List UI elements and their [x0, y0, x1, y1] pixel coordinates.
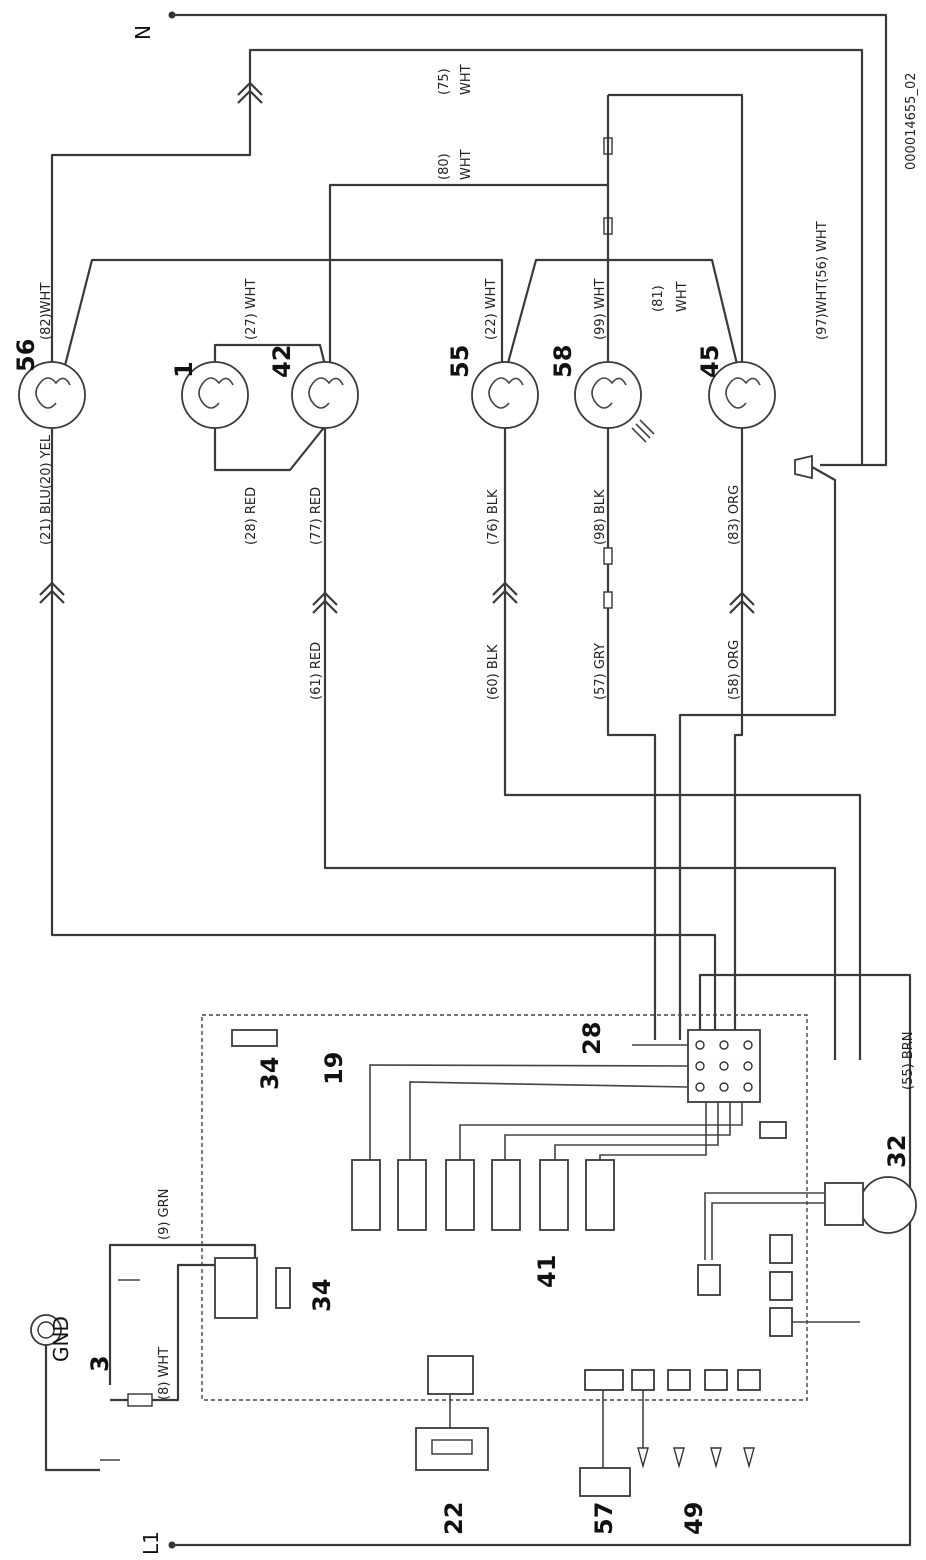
component-34-upper [231, 1029, 278, 1047]
wire-center-bus [58, 95, 744, 386]
wire-label-98: (98) BLK [593, 489, 608, 545]
neutral-connector [678, 454, 837, 1040]
wire-label-77: (77) RED [309, 487, 324, 545]
relay-column [351, 1159, 615, 1231]
wire-label-97-56: (97)WHT(56) WHT [815, 221, 830, 340]
label-19: 19 [320, 1052, 348, 1085]
label-1: 1 [170, 361, 198, 378]
label-45: 45 [696, 345, 724, 378]
component-58: 58 [549, 345, 655, 443]
neutral-label: N [131, 25, 155, 40]
label-49: 49 [680, 1502, 708, 1535]
wire-label-61: (61) RED [309, 642, 324, 700]
ground-switch-3 [30, 1243, 258, 1472]
terminal-a [769, 1234, 793, 1264]
wire-label-75-color: WHT [459, 64, 474, 95]
wire-label-81: (81) [651, 285, 666, 312]
wire-label-82: (82)WHT [39, 283, 54, 340]
component-45: 45 [696, 345, 776, 429]
label-58: 58 [549, 345, 577, 378]
wire-82 [50, 48, 864, 465]
wire-label-22: (22) WHT [484, 279, 499, 340]
label-22: 22 [440, 1502, 468, 1535]
neutral-rail [168, 11, 888, 467]
component-55: 55 [446, 345, 539, 429]
label-32: 32 [883, 1135, 911, 1168]
small-connector [759, 1121, 787, 1139]
component-42: 42 [268, 345, 359, 429]
wire-label-57: (57) GRY [593, 643, 608, 700]
label-34-upper: 34 [256, 1057, 284, 1090]
sensor-probe [769, 1307, 860, 1337]
terminal-b [769, 1271, 793, 1301]
label-34-lower: 34 [308, 1279, 336, 1312]
label-57: 57 [590, 1502, 618, 1535]
component-56: 56 [12, 339, 86, 429]
label-42: 42 [268, 345, 296, 378]
control-board-outline [201, 1014, 808, 1401]
wire-83-58 [729, 428, 755, 1050]
wire-label-76: (76) BLK [486, 489, 501, 545]
switch-block [369, 1029, 761, 1160]
component-49 [631, 1369, 761, 1469]
wire-label-80-color: WHT [459, 149, 474, 180]
wire-label-27: (27) WHT [244, 279, 259, 340]
wire-76-60 [492, 428, 862, 1060]
line-rail [168, 973, 912, 1549]
label-56: 56 [12, 339, 40, 372]
wire-label-58: (58) ORG [727, 640, 742, 700]
component-22 [415, 1355, 489, 1471]
wire-label-9: (9) GRN [157, 1189, 172, 1240]
wire-label-99: (99) WHT [593, 279, 608, 340]
wire-label-81-color: WHT [675, 281, 690, 312]
document-id: 000014655_02 [904, 73, 919, 170]
wire-label-21-20: (21) BLU(20) YEL [39, 434, 54, 545]
wire-98-57 [603, 428, 657, 1040]
label-28: 28 [578, 1022, 606, 1055]
label-41: 41 [533, 1255, 561, 1288]
component-32 [697, 1176, 917, 1296]
ground-label: GND [49, 1316, 73, 1362]
wire-75 [603, 93, 744, 370]
wire-label-28: (28) RED [244, 487, 259, 545]
wire-label-83: (83) ORG [727, 485, 742, 545]
wire-label-75: (75) [437, 68, 452, 95]
wire-label-60: (60) BLK [486, 644, 501, 700]
label-55: 55 [446, 345, 474, 378]
wire-80 [328, 183, 608, 385]
wire-label-8: (8) WHT [157, 1347, 172, 1400]
wire-21-20 [39, 428, 717, 1060]
line-label: L1 [139, 1531, 163, 1555]
wire-label-55: (55) BRN [901, 1032, 916, 1091]
wire-77-61 [312, 428, 837, 1060]
label-3: 3 [86, 1355, 114, 1372]
component-34-lower [275, 1267, 291, 1309]
component-57 [579, 1369, 631, 1497]
wire-label-80: (80) [437, 153, 452, 180]
